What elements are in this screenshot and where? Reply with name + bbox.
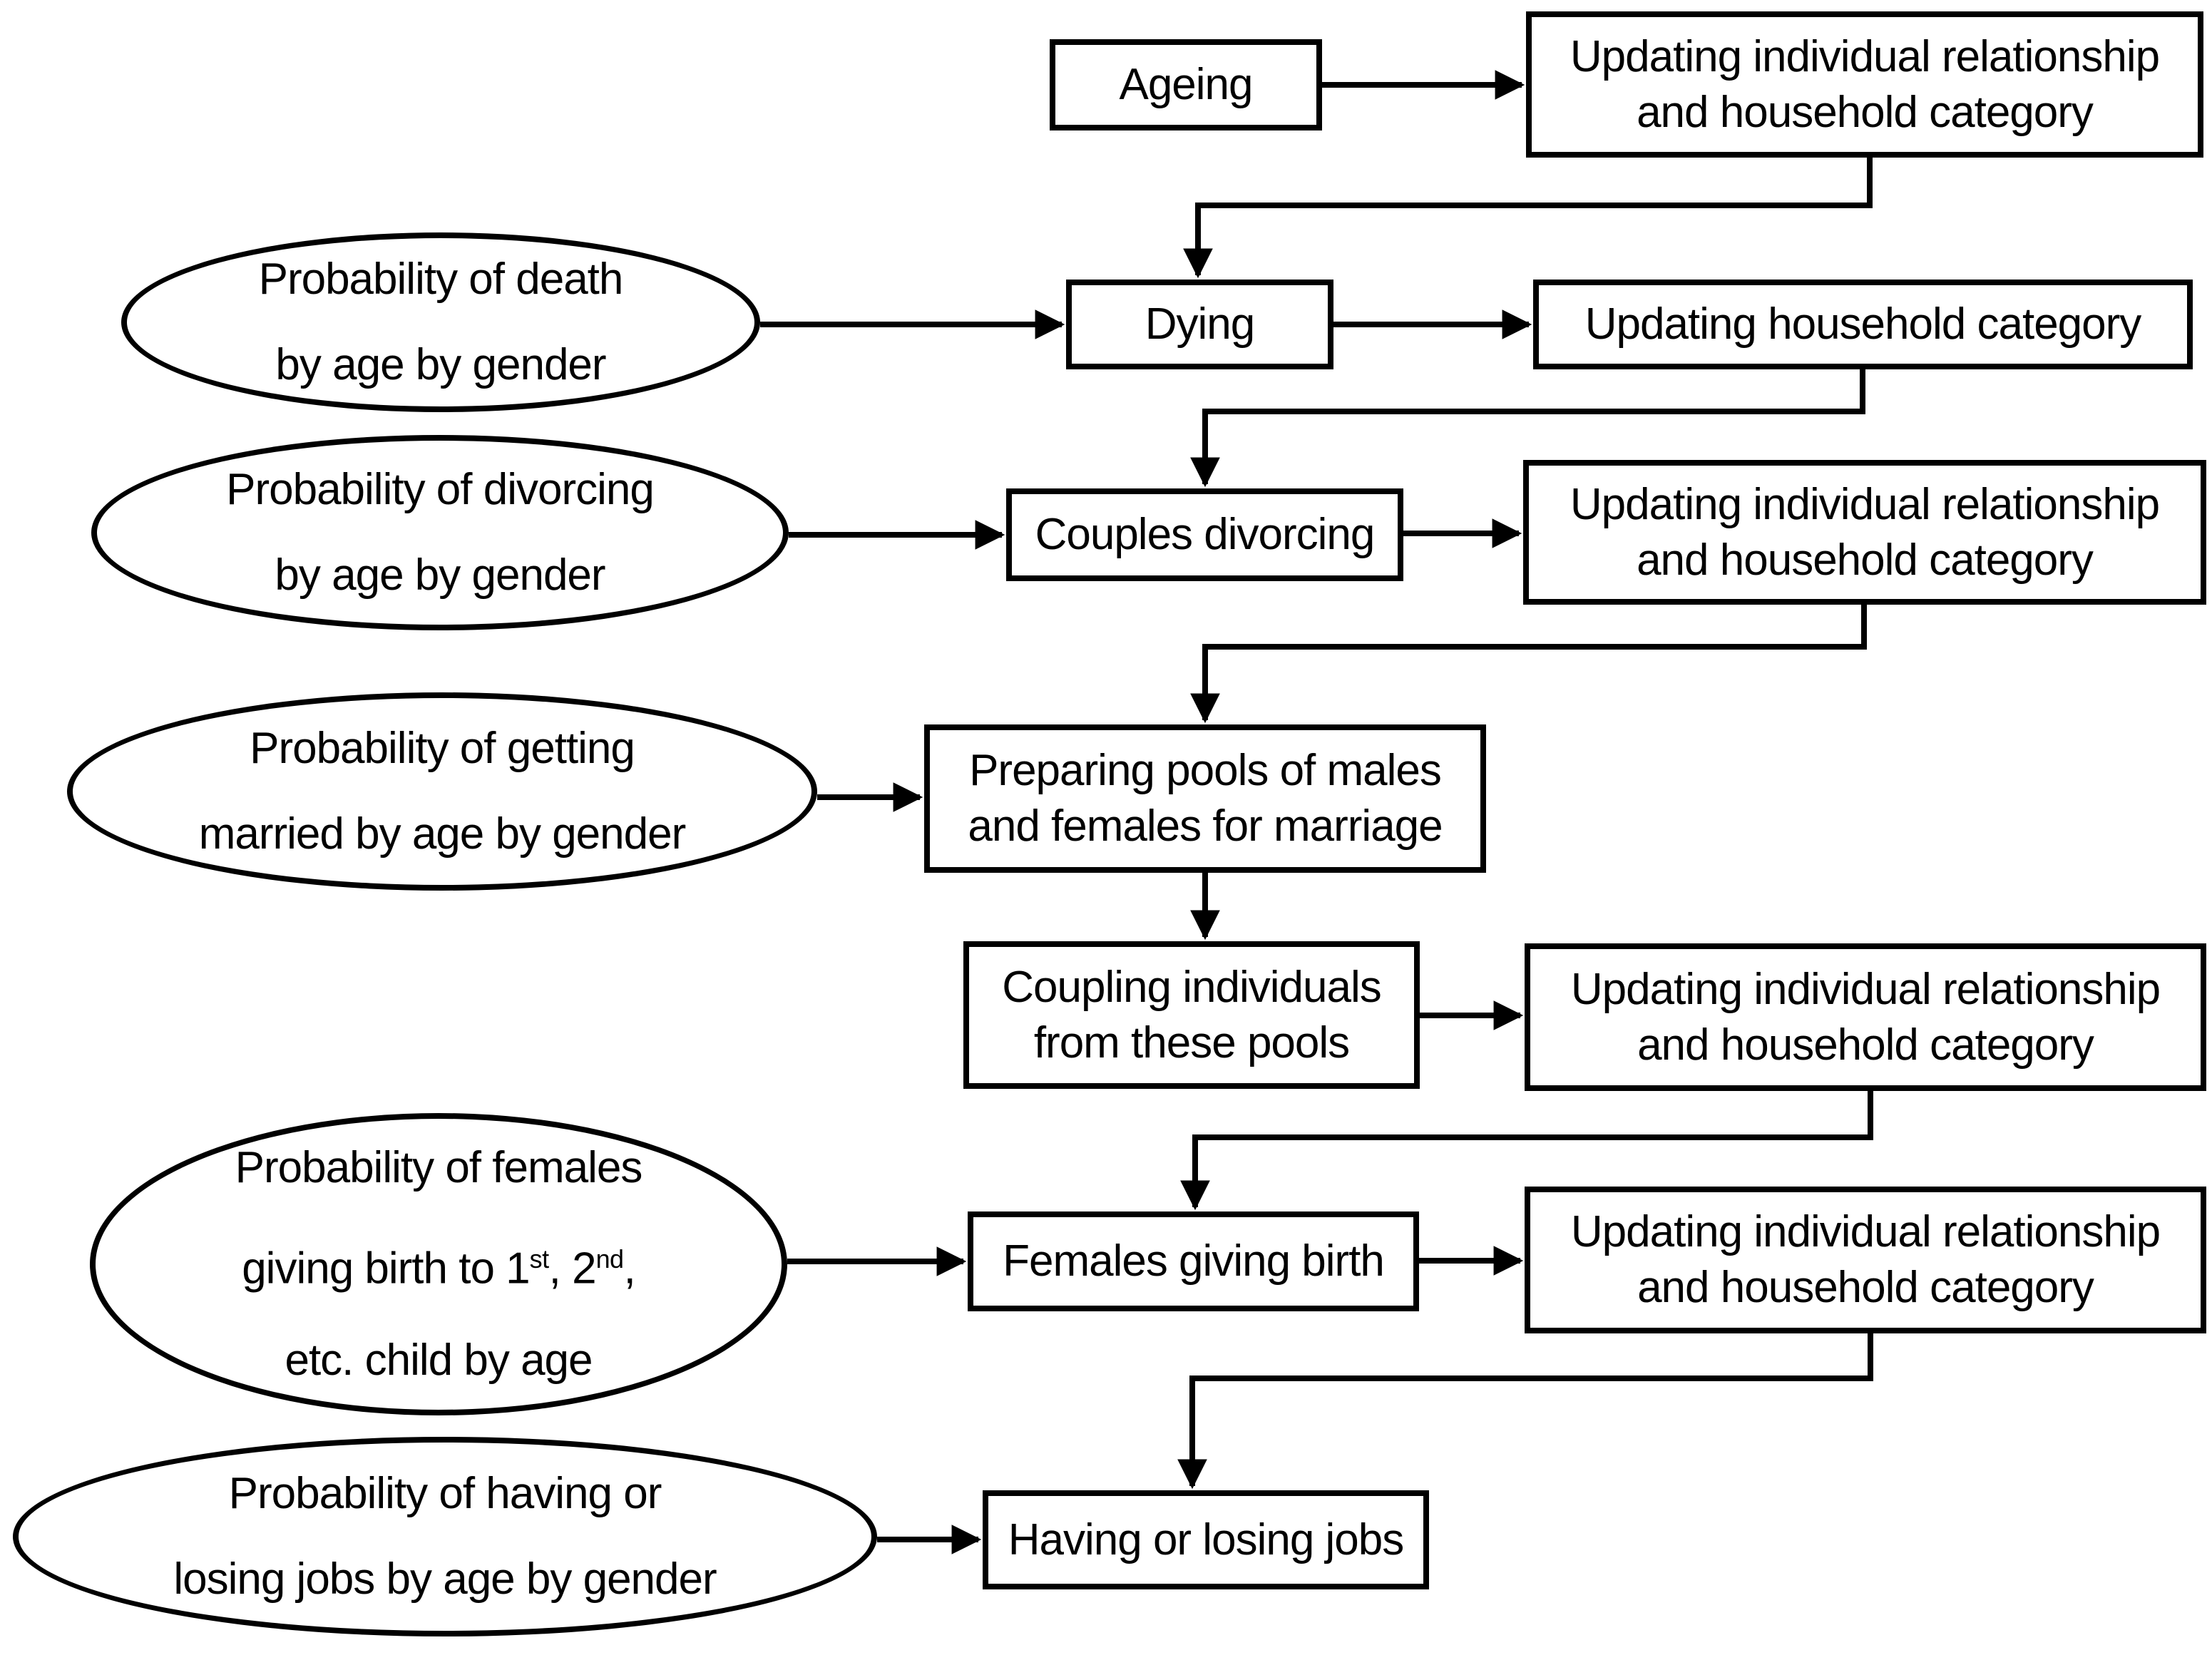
ellipse-label-line2: by age by gender: [275, 550, 605, 600]
node-label: Couples divorcing: [1035, 510, 1376, 559]
ellipse-label-line2: giving birth to 1st, 2nd,: [242, 1214, 636, 1315]
node-label-line1: Preparing pools of males: [969, 746, 1442, 795]
elbow-updating3-to-females: [1180, 1091, 1873, 1211]
node-preparing-marriage-pools: Preparing pools of males and females for…: [924, 724, 1486, 873]
ellipse-label-line2: losing jobs by age by gender: [173, 1554, 717, 1604]
ellipse-marriage-probability: Probability of getting married by age by…: [67, 692, 817, 891]
birth-line2-text: ,: [623, 1244, 636, 1293]
ellipse-death-probability: Probability of death by age by gender: [121, 232, 760, 412]
ellipse-label-line2: by age by gender: [275, 340, 606, 389]
birth-superscript-nd: nd: [595, 1244, 625, 1274]
node-updating-relationship-4: Updating individual relationship and hou…: [1525, 1187, 2206, 1333]
node-label: Having or losing jobs: [1008, 1515, 1405, 1564]
node-label-line1: Coupling individuals: [1002, 962, 1381, 1012]
ellipse-jobs-probability: Probability of having or losing jobs by …: [13, 1437, 877, 1636]
node-updating-relationship-3: Updating individual relationship and hou…: [1525, 943, 2206, 1091]
node-label-line2: and household category: [1637, 87, 2094, 137]
node-label-line1: Updating individual relationship: [1570, 479, 2160, 529]
ellipse-label-line3: etc. child by age: [285, 1335, 593, 1385]
node-updating-relationship-2: Updating individual relationship and hou…: [1523, 460, 2206, 605]
birth-line2-text: , 2: [548, 1244, 597, 1293]
ellipse-divorce-probability: Probability of divorcing by age by gende…: [91, 435, 789, 630]
node-label-line2: and females for marriage: [968, 801, 1443, 851]
ellipse-label-line1: Probability of death: [258, 255, 624, 304]
node-having-or-losing-jobs: Having or losing jobs: [983, 1490, 1429, 1589]
node-label: Updating household category: [1584, 299, 2142, 349]
node-couples-divorcing: Couples divorcing: [1006, 488, 1403, 581]
elbow-updating1-to-dying: [1183, 158, 1873, 279]
ellipse-label-line1: Probability of having or: [228, 1469, 662, 1518]
node-label-line2: and household category: [1637, 1263, 2094, 1312]
node-females-giving-birth: Females giving birth: [968, 1211, 1419, 1311]
node-label-line2: from these pools: [1033, 1018, 1350, 1067]
node-updating-household-category: Updating household category: [1533, 280, 2193, 369]
ellipse-label-line1: Probability of females: [235, 1143, 643, 1193]
node-label: Females giving birth: [1003, 1236, 1385, 1286]
node-label-line2: and household category: [1637, 535, 2094, 585]
ellipse-label-line2: married by age by gender: [198, 809, 687, 859]
node-label: Ageing: [1119, 60, 1253, 109]
ellipse-label-line1: Probability of divorcing: [226, 465, 655, 514]
birth-superscript-st: st: [529, 1244, 549, 1274]
node-label-line1: Updating individual relationship: [1570, 1207, 2161, 1256]
ellipse-birth-probability: Probability of females giving birth to 1…: [90, 1113, 787, 1415]
elbow-updating-household-to-couples: [1190, 369, 1865, 488]
node-label-line2: and household category: [1637, 1020, 2094, 1070]
node-label: Dying: [1145, 299, 1256, 349]
node-coupling-individuals: Coupling individuals from these pools: [963, 941, 1420, 1089]
node-updating-relationship-1: Updating individual relationship and hou…: [1526, 11, 2203, 158]
ellipse-label-line1: Probability of getting: [250, 724, 635, 773]
node-ageing: Ageing: [1050, 39, 1322, 130]
birth-line2-text: giving birth to 1: [242, 1244, 530, 1293]
node-dying: Dying: [1066, 280, 1333, 369]
node-label-line1: Updating individual relationship: [1570, 964, 2161, 1014]
node-label-line1: Updating individual relationship: [1570, 31, 2160, 81]
elbow-updating4-to-jobs: [1177, 1333, 1873, 1490]
elbow-updating2-to-pools: [1190, 605, 1867, 724]
